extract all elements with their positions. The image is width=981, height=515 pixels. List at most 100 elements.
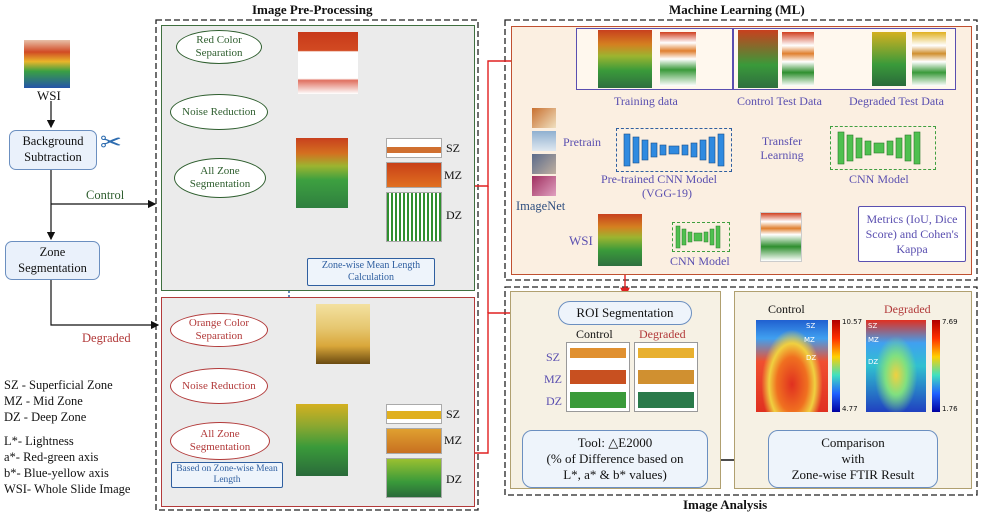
scissors-icon: ✂ bbox=[100, 128, 122, 158]
training-data-label: Training data bbox=[614, 94, 678, 108]
zone-label-dz: DZ bbox=[446, 472, 462, 486]
heatmap-control-zone-sz: SZ bbox=[806, 322, 816, 330]
zone-label-mz: MZ bbox=[444, 168, 462, 182]
imagenet-label: ImageNet bbox=[516, 199, 566, 213]
cnn-model-frame bbox=[830, 126, 936, 170]
zone-label-sz: SZ bbox=[446, 407, 461, 421]
legend-item: SZ - Superficial Zone bbox=[4, 378, 113, 392]
control-test-zone-image bbox=[782, 32, 814, 86]
zone-label-sz: SZ bbox=[446, 141, 461, 155]
analysis-degraded-label: Degraded bbox=[639, 327, 686, 341]
roi-segmentation-box: ROI Segmentation bbox=[558, 301, 692, 325]
degraded-test-data-label: Degraded Test Data bbox=[849, 94, 944, 108]
metrics-box: Metrics (IoU, Dice Score) and Cohen's Ka… bbox=[858, 206, 966, 262]
vgg-label: (VGG-19) bbox=[642, 186, 692, 200]
pretrained-cnn-frame bbox=[616, 128, 732, 172]
analysis-zone-label-mz: MZ bbox=[544, 372, 562, 386]
control-test-tissue-image bbox=[738, 30, 778, 88]
noise-reduction-step-control: Noise Reduction bbox=[170, 94, 268, 130]
legend-item: MZ - Mid Zone bbox=[4, 394, 83, 408]
heatmap-control-max: 10.57 bbox=[842, 318, 863, 326]
control-mz-image bbox=[386, 162, 442, 188]
noise-reduction-step-degraded: Noise Reduction bbox=[170, 368, 268, 404]
control-dz-image bbox=[386, 192, 442, 242]
roi-degraded-dz bbox=[638, 392, 694, 408]
ml-output-image bbox=[760, 212, 802, 262]
zone-label-dz: DZ bbox=[446, 208, 462, 222]
heatmap-control bbox=[756, 320, 828, 412]
heatmap-control-zone-mz: MZ bbox=[804, 336, 815, 344]
comparison-line3: Zone-wise FTIR Result bbox=[791, 467, 915, 483]
analysis-title: Image Analysis bbox=[683, 497, 768, 512]
step-label: Noise Reduction bbox=[182, 105, 256, 118]
analysis-control-label: Control bbox=[576, 327, 613, 341]
tool-line3: L*, a* & b* values) bbox=[563, 467, 667, 483]
heatmap-degraded-colorbar bbox=[932, 320, 940, 412]
roi-control-mz bbox=[570, 370, 626, 384]
control-tissue-image bbox=[296, 138, 348, 208]
heatmap-degraded-max: 7.69 bbox=[942, 318, 958, 326]
all-zone-segmentation-step-degraded: All Zone Segmentation bbox=[170, 422, 270, 460]
ml-wsi-image bbox=[598, 214, 642, 266]
zone-segmentation-label: Zone Segmentation bbox=[18, 244, 87, 275]
heatmap-degraded-title: Degraded bbox=[884, 302, 931, 316]
control-sz-image bbox=[386, 138, 442, 158]
degraded-test-tissue-image bbox=[872, 32, 906, 86]
heatmap-degraded-zone-dz: DZ bbox=[868, 358, 879, 366]
ml-wsi-label: WSI bbox=[569, 233, 593, 248]
tool-deltae-box: Tool: △E2000 (% of Difference based on L… bbox=[522, 430, 708, 488]
roi-degraded-sz bbox=[638, 348, 694, 358]
legend-item: L*- Lightness bbox=[4, 434, 74, 448]
orange-color-separation-step: Orange Color Separation bbox=[170, 313, 268, 347]
red-separated-image bbox=[298, 32, 358, 94]
cnn-model-2-frame bbox=[672, 222, 730, 252]
roi-segmentation-label: ROI Segmentation bbox=[576, 305, 674, 320]
tool-line2: (% of Difference based on bbox=[546, 450, 684, 466]
roi-control-dz bbox=[570, 392, 626, 408]
step-label: All Zone Segmentation bbox=[189, 165, 251, 190]
cnn-model-2-icon bbox=[675, 225, 721, 249]
degraded-test-zone-image bbox=[912, 32, 946, 86]
red-color-separation-step: Red Color Separation bbox=[176, 30, 262, 64]
degraded-mz-image bbox=[386, 428, 442, 454]
orange-separated-image bbox=[316, 304, 370, 364]
heatmap-degraded bbox=[866, 320, 926, 412]
legend-item: b*- Blue-yellow axis bbox=[4, 466, 109, 480]
cnn-model-2-label: CNN Model bbox=[670, 254, 730, 268]
legend-item: DZ - Deep Zone bbox=[4, 410, 87, 424]
imagenet-image-fox bbox=[532, 108, 556, 128]
heatmap-control-zone-dz: DZ bbox=[806, 354, 817, 362]
training-separator bbox=[732, 28, 734, 90]
background-subtraction-box: Background Subtraction bbox=[9, 130, 97, 170]
wsi-label: WSI bbox=[37, 88, 61, 103]
heatmap-control-colorbar bbox=[832, 320, 840, 412]
pretrained-cnn-icon bbox=[623, 133, 725, 167]
background-subtraction-label: Background Subtraction bbox=[22, 134, 84, 164]
step-label: Orange Color Separation bbox=[188, 317, 250, 342]
training-zone-image bbox=[660, 32, 696, 86]
tool-line1: Tool: △E2000 bbox=[577, 434, 653, 450]
step-label: Red Color Separation bbox=[195, 34, 243, 59]
control-branch-label: Control bbox=[86, 188, 125, 202]
heatmap-degraded-zone-mz: MZ bbox=[868, 336, 879, 344]
based-on-zonewise-box: Based on Zone-wise Mean Length bbox=[171, 462, 283, 488]
heatmap-control-title: Control bbox=[768, 302, 805, 316]
transfer-learning-label: Transfer Learning bbox=[760, 134, 804, 162]
zonewise-mean-length-box: Zone-wise Mean Length Calculation bbox=[307, 258, 435, 286]
step-label: Noise Reduction bbox=[182, 379, 256, 392]
degraded-sz-image bbox=[386, 404, 442, 424]
imagenet-image-flower bbox=[532, 176, 556, 196]
degraded-branch-label: Degraded bbox=[82, 331, 131, 345]
legend-item: WSI- Whole Slide Image bbox=[4, 482, 131, 496]
zone-label-mz: MZ bbox=[444, 433, 462, 447]
heatmap-degraded-min: 1.76 bbox=[942, 405, 958, 413]
legend-item: a*- Red-green axis bbox=[4, 450, 99, 464]
wsi-thumbnail bbox=[24, 40, 70, 88]
comparison-line2: with bbox=[841, 450, 865, 466]
legend: SZ - Superficial Zone MZ - Mid Zone DZ -… bbox=[4, 378, 154, 506]
imagenet-image-bird bbox=[532, 154, 556, 174]
comparison-box: Comparison with Zone-wise FTIR Result bbox=[768, 430, 938, 488]
degraded-dz-image bbox=[386, 458, 442, 498]
heatmap-degraded-zone-sz: SZ bbox=[868, 322, 878, 330]
degraded-tissue-image bbox=[296, 404, 348, 476]
